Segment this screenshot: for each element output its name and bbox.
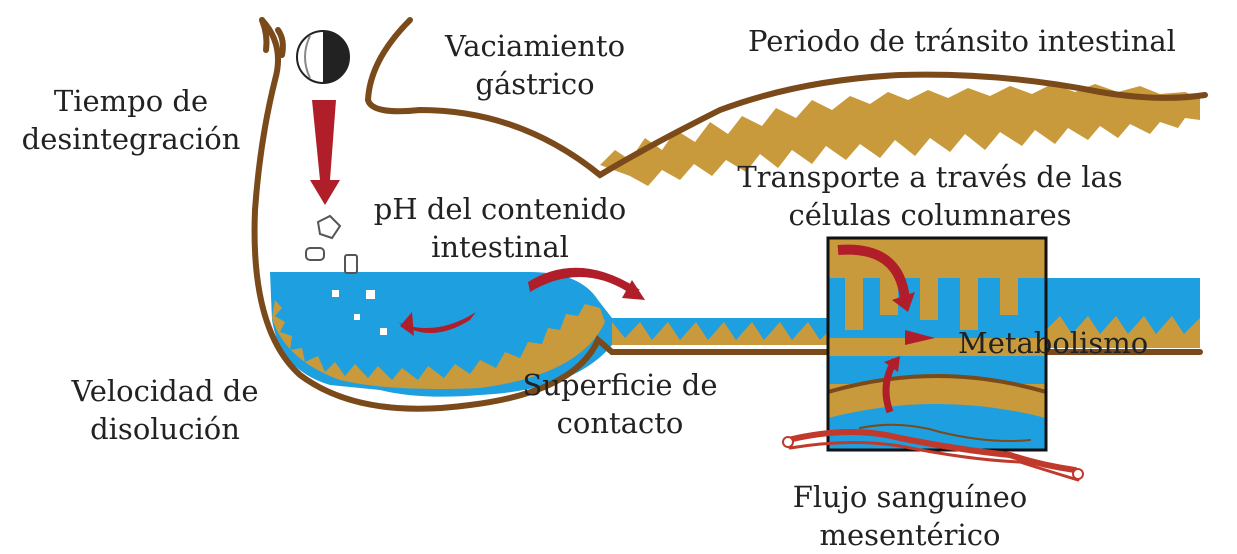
- label-contact-surface: Superficie de contacto: [490, 366, 750, 442]
- label-disintegration-time: Tiempo de desintegración: [6, 82, 256, 158]
- label-intestinal-ph: pH del contenido intestinal: [340, 190, 660, 266]
- label-mesenteric-blood-flow: Flujo sanguíneo mesentérico: [765, 478, 1055, 554]
- label-dissolution-rate: Velocidad de disolución: [40, 372, 290, 448]
- label-gastric-emptying: Vaciamiento gástrico: [420, 27, 650, 103]
- label-transport-columnar-cells: Transporte a través de las células colum…: [705, 158, 1155, 234]
- label-metabolism: Metabolismo: [958, 324, 1198, 362]
- label-transit-period: Periodo de tránsito intestinal: [748, 22, 1228, 60]
- disintegration-arrow: [310, 100, 340, 205]
- tablet-icon: [297, 31, 349, 83]
